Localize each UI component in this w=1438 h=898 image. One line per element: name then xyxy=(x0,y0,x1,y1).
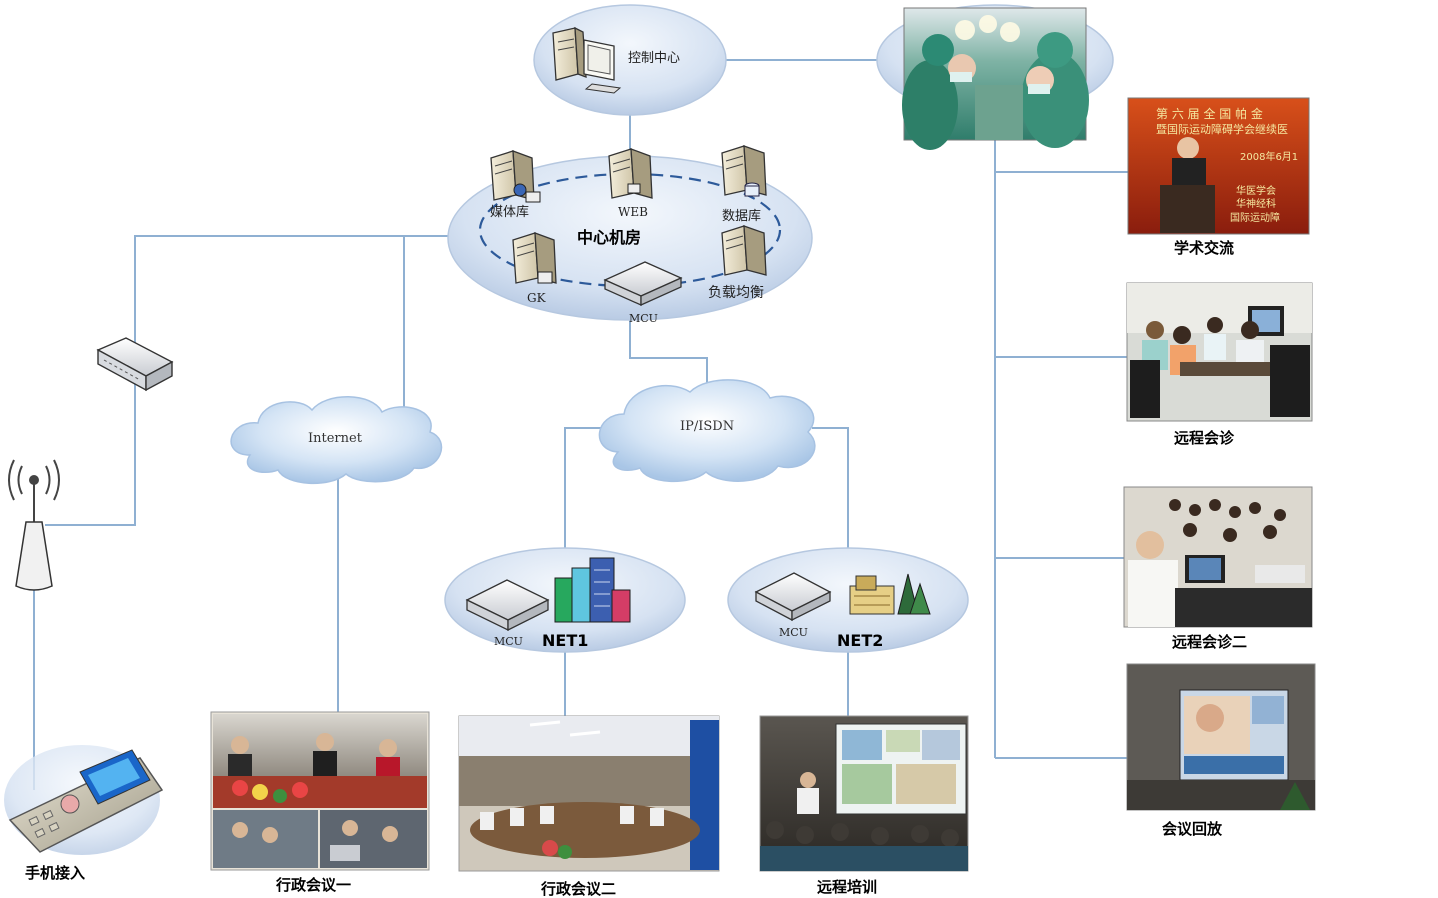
link-room-to-mcu-cloud xyxy=(629,315,708,385)
poster-line-1: 第 六 届 全 国 帕 金 xyxy=(1156,106,1263,121)
internet-cloud[interactable]: Internet xyxy=(230,396,443,484)
mobile-phone-icon[interactable] xyxy=(4,745,164,855)
admin-meeting-1-photo[interactable] xyxy=(210,711,430,871)
net2-mcu-icon xyxy=(754,572,832,622)
central-room-label: 中心机房 xyxy=(577,228,641,247)
database-label: 数据库 xyxy=(722,208,761,224)
surgery-photo xyxy=(902,7,1089,150)
gk-label: GK xyxy=(527,291,547,305)
gk-server-icon xyxy=(512,232,557,284)
remote-training-label: 远程培训 xyxy=(817,878,877,896)
load-balancer-icon xyxy=(721,225,767,276)
admin-meeting-1-label: 行政会议一 xyxy=(275,876,351,894)
remote-consult-2-photo[interactable] xyxy=(1123,486,1313,628)
meeting-playback-photo[interactable] xyxy=(1126,663,1316,811)
control-center-node[interactable]: 控制中心 xyxy=(533,4,727,116)
city-buildings-icon xyxy=(554,557,631,623)
web-label: WEB xyxy=(618,205,648,219)
central-room-node[interactable]: 媒体库 WEB 数据库 中心机房 GK xyxy=(447,145,813,325)
remote-consult-label: 远程会诊 xyxy=(1174,429,1235,447)
poster-line-6: 国际运动障 xyxy=(1230,211,1280,224)
mobile-access-label: 手机接入 xyxy=(25,864,85,882)
remote-consult-photo[interactable] xyxy=(1126,282,1313,422)
control-center-label: 控制中心 xyxy=(628,51,680,66)
ipisdn-cloud[interactable]: IP/ISDN xyxy=(598,379,816,482)
campus-buildings-icon xyxy=(849,573,931,615)
web-server-icon xyxy=(608,148,653,199)
connection-lines xyxy=(33,59,1128,790)
mcu-center-icon xyxy=(603,261,683,307)
net2-node[interactable]: MCU NET2 xyxy=(727,547,969,653)
remote-consult-2-label: 远程会诊二 xyxy=(1172,633,1247,651)
link-room-left-bus xyxy=(45,235,450,526)
media-library-label: 媒体库 xyxy=(490,204,529,220)
admin-meeting-2-label: 行政会议二 xyxy=(540,880,616,898)
poster-line-4: 华医学会 xyxy=(1236,184,1276,197)
internet-label: Internet xyxy=(308,431,363,446)
load-balance-label: 负载均衡 xyxy=(708,285,764,301)
antenna-icon[interactable] xyxy=(8,459,60,591)
academic-exchange-photo[interactable]: 第 六 届 全 国 帕 金 暨国际运动障碍学会继续医 2008年6月1 华医学会… xyxy=(1127,97,1310,235)
academic-exchange-label: 学术交流 xyxy=(1174,239,1234,257)
net1-node[interactable]: MCU NET1 xyxy=(444,547,686,653)
net2-label: NET2 xyxy=(837,631,883,650)
surgery-node[interactable] xyxy=(876,4,1114,150)
mcu-center-label: MCU xyxy=(629,312,658,325)
remote-training-photo[interactable] xyxy=(759,715,969,872)
poster-line-5: 华神经科 xyxy=(1236,197,1276,210)
link-ipisdn-to-net1 xyxy=(564,427,605,550)
media-server-icon xyxy=(490,150,541,203)
poster-line-3: 2008年6月1 xyxy=(1240,150,1298,163)
net1-label: NET1 xyxy=(542,631,588,650)
poster-line-2: 暨国际运动障碍学会继续医 xyxy=(1156,122,1288,136)
database-server-icon xyxy=(721,145,767,197)
router-icon[interactable] xyxy=(96,337,174,392)
net1-mcu-icon xyxy=(465,579,550,632)
meeting-playback-label: 会议回放 xyxy=(1162,820,1223,838)
net2-mcu-label: MCU xyxy=(779,626,808,639)
ipisdn-label: IP/ISDN xyxy=(680,419,734,434)
link-ipisdn-to-net2 xyxy=(812,427,849,550)
net1-mcu-label: MCU xyxy=(494,635,523,648)
admin-meeting-2-photo[interactable] xyxy=(458,715,720,872)
computer-icon xyxy=(552,26,622,94)
